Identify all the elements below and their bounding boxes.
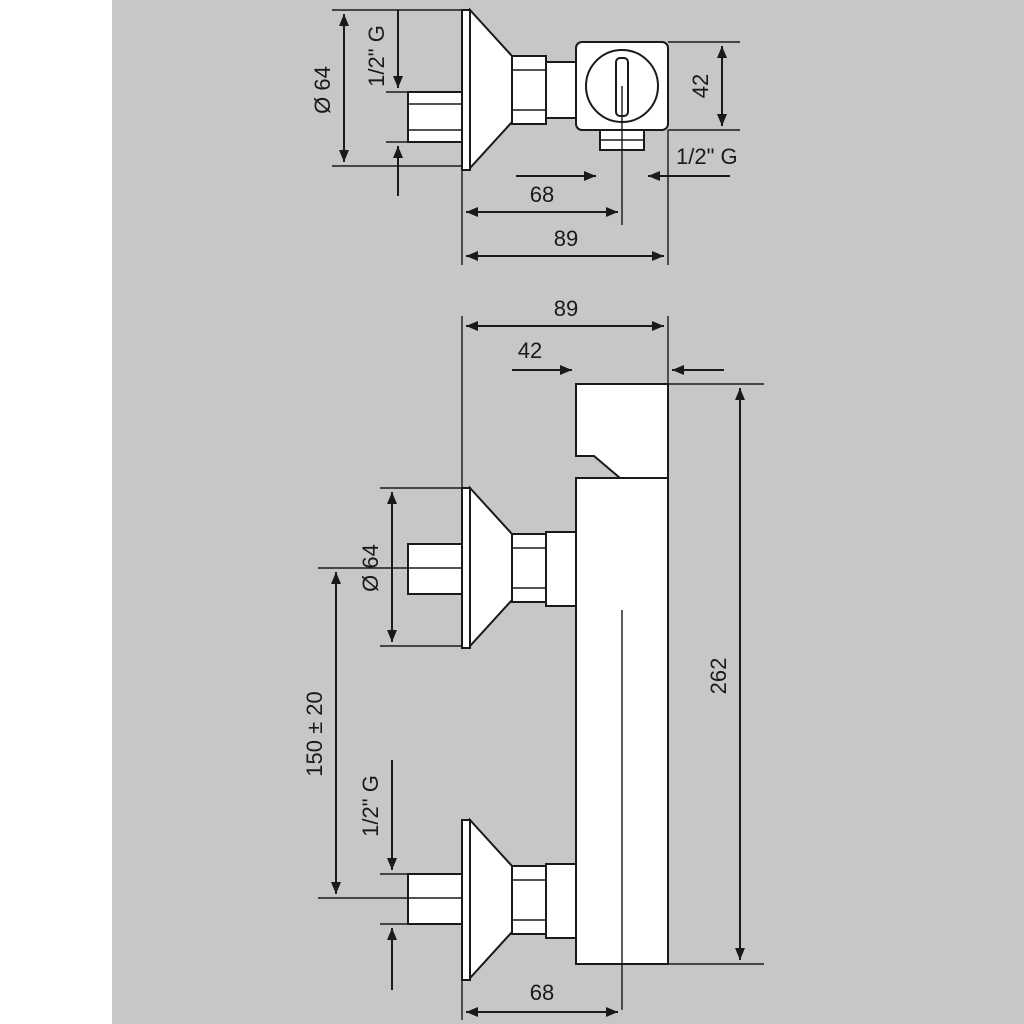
top-dim-body-height: 42: [688, 74, 713, 98]
front-dim-total-depth: 89: [554, 296, 578, 321]
top-view-inlet-stub: [407, 91, 463, 143]
front-view-hex-nut-upper: [511, 533, 547, 603]
top-dim-total-depth: 89: [554, 226, 578, 251]
top-view-connector: [545, 61, 577, 119]
front-dim-inlet-thread: 1/2" G: [358, 775, 383, 837]
top-dim-outlet-thread: 1/2" G: [676, 144, 738, 169]
top-dim-diameter: Ø 64: [310, 66, 335, 114]
top-view-hex-nut: [511, 55, 547, 125]
top-view: Ø 64 1/2" G 42 1/2" G 68 89: [310, 7, 740, 265]
front-view: 89 42 Ø 64 150 ± 20 1/2" G 262 68: [302, 296, 764, 1020]
drawing-background: [112, 0, 1024, 1024]
front-dim-inlet-spacing: 150 ± 20: [302, 691, 327, 776]
top-dim-outlet-offset: 68: [530, 182, 554, 207]
front-view-inlet-stub-lower: [407, 873, 463, 925]
front-view-hex-nut-lower: [511, 865, 547, 935]
front-view-wall-plate-lower: [461, 819, 471, 981]
top-dim-inlet-thread: 1/2" G: [364, 25, 389, 87]
front-dim-body-width: 42: [518, 338, 542, 363]
front-view-inlet-stub-upper: [407, 543, 463, 595]
front-dim-height: 262: [706, 658, 731, 695]
front-dim-outlet-offset: 68: [530, 980, 554, 1005]
front-dim-diameter: Ø 64: [358, 544, 383, 592]
front-view-wall-plate-upper: [461, 487, 471, 649]
top-view-wall-plate: [461, 9, 471, 171]
